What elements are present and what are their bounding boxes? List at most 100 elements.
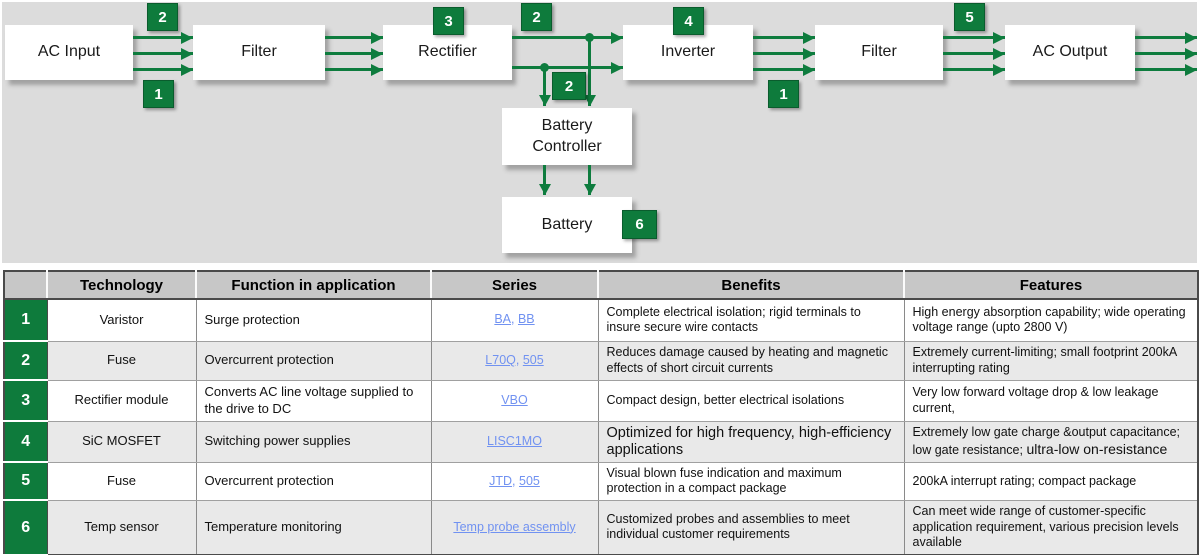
flow-arrow — [1135, 68, 1197, 71]
cell-function: Overcurrent protection — [196, 341, 432, 381]
table-row: 4 SiC MOSFET Switching power supplies LI… — [4, 421, 1198, 464]
col-header-features: Features — [904, 271, 1198, 300]
cell-technology: SiC MOSFET — [47, 421, 197, 463]
flow-arrow — [943, 68, 1005, 71]
features-emphasis: ultra-low on-resistance — [1026, 440, 1168, 457]
block-label: Filter — [861, 43, 897, 61]
series-link[interactable]: JTD — [489, 473, 513, 488]
cell-function: Converts AC line voltage supplied to the… — [196, 380, 432, 422]
row-number-cell: 3 — [4, 380, 48, 422]
series-link[interactable]: 505 — [522, 352, 544, 367]
cell-features: Very low forward voltage drop & low leak… — [904, 380, 1198, 422]
series-link[interactable]: LISC1MO — [487, 433, 542, 448]
cell-function: Overcurrent protection — [196, 462, 432, 501]
flow-arrow — [1135, 36, 1197, 39]
row-number-cell: 1 — [4, 299, 48, 342]
block-label: Rectifier — [418, 43, 477, 61]
series-link[interactable]: 505 — [519, 473, 540, 488]
cell-series: JTD, 505 — [431, 462, 599, 501]
cell-features: 200kA interrupt rating; compact package — [904, 462, 1198, 501]
step-badge-3: 3 — [433, 7, 464, 35]
cell-features: Extremely current-limiting; small footpr… — [904, 341, 1198, 381]
cell-series: LISC1MO — [431, 421, 599, 463]
flow-arrow — [512, 36, 623, 39]
cell-series: BA, BB — [431, 299, 599, 342]
table-row: 1 Varistor Surge protection BA, BB Compl… — [4, 299, 1198, 342]
row-number-cell: 2 — [4, 341, 48, 381]
flow-arrow — [1135, 52, 1197, 55]
flow-arrow — [325, 52, 383, 55]
cell-series: L70Q, 505 — [431, 341, 599, 381]
cell-benefits: Compact design, better electrical isolat… — [598, 380, 905, 422]
step-badge-2b: 2 — [521, 3, 552, 31]
flow-arrow — [753, 68, 815, 71]
block-ac-input: AC Input — [5, 25, 133, 80]
block-label: Battery Controller — [532, 116, 602, 155]
series-link[interactable]: VBO — [501, 392, 528, 407]
series-link[interactable]: BA — [494, 312, 512, 327]
step-badge-1: 1 — [143, 80, 174, 108]
junction-dot — [585, 33, 594, 42]
step-badge-2c: 2 — [552, 72, 586, 100]
junction-dot — [540, 63, 549, 72]
header-row: Technology Function in application Serie… — [4, 271, 1198, 300]
series-link[interactable]: L70Q — [485, 352, 516, 367]
block-label: Filter — [241, 43, 277, 61]
flow-arrow — [753, 36, 815, 39]
features-text: Extremely low gate charge &output capaci… — [912, 424, 1181, 457]
cell-technology: Rectifier module — [47, 380, 197, 422]
col-header-number — [4, 271, 48, 300]
cell-benefits: Visual blown fuse indication and maximum… — [598, 462, 905, 501]
block-label: Inverter — [660, 43, 716, 61]
row-number-cell: 6 — [4, 500, 48, 555]
cell-features: Extremely low gate charge &output capaci… — [904, 421, 1198, 463]
step-badge-2: 2 — [147, 3, 178, 31]
flow-arrow-down — [543, 165, 546, 195]
step-badge-1b: 1 — [768, 80, 799, 108]
col-header-technology: Technology — [47, 271, 197, 300]
flow-arrow-down — [588, 37, 591, 106]
diagram-panel: AC Input Filter Rectifier Inverter Filte… — [2, 2, 1197, 263]
series-separator: , — [511, 312, 518, 327]
cell-benefits: Reduces damage caused by heating and mag… — [598, 341, 905, 381]
cell-series: Temp probe assembly — [431, 500, 599, 555]
cell-benefits: Optimized for high frequency, high-effic… — [598, 421, 905, 463]
block-ac-output: AC Output — [1005, 25, 1135, 80]
flow-arrow — [325, 68, 383, 71]
step-badge-5: 5 — [954, 3, 985, 31]
table-row: 3 Rectifier module Converts AC line volt… — [4, 380, 1198, 422]
flow-arrow — [943, 52, 1005, 55]
step-badge-6: 6 — [622, 210, 657, 239]
cell-technology: Temp sensor — [47, 500, 197, 555]
flow-arrow — [325, 36, 383, 39]
series-link[interactable]: BB — [517, 312, 535, 327]
series-link[interactable]: Temp probe assembly — [453, 519, 576, 534]
flow-arrow — [133, 52, 193, 55]
block-label: Battery — [541, 215, 593, 233]
cell-technology: Fuse — [47, 462, 197, 501]
cell-function: Temperature monitoring — [196, 500, 432, 555]
series-separator: , — [512, 473, 519, 488]
table-row: 5 Fuse Overcurrent protection JTD, 505 V… — [4, 462, 1198, 502]
col-header-series: Series — [431, 271, 599, 300]
flow-arrow-down — [588, 165, 591, 195]
flow-arrow — [512, 66, 623, 69]
cell-series: VBO — [431, 380, 599, 422]
cell-technology: Varistor — [47, 299, 197, 342]
flow-arrow — [943, 36, 1005, 39]
cell-features: High energy absorption capability; wide … — [904, 299, 1198, 342]
table-row: 6 Temp sensor Temperature monitoring Tem… — [4, 500, 1198, 555]
col-header-benefits: Benefits — [598, 271, 905, 300]
cell-function: Surge protection — [196, 299, 432, 342]
cell-function: Switching power supplies — [196, 421, 432, 463]
flow-arrow — [133, 68, 193, 71]
row-number-cell: 5 — [4, 462, 48, 502]
flow-arrow — [133, 36, 193, 39]
cell-features: Can meet wide range of customer-specific… — [904, 500, 1198, 555]
table-row: 2 Fuse Overcurrent protection L70Q, 505 … — [4, 341, 1198, 381]
block-filter-2: Filter — [815, 25, 943, 80]
technology-table-wrap: Technology Function in application Serie… — [3, 270, 1199, 555]
step-badge-4: 4 — [673, 7, 704, 35]
cell-technology: Fuse — [47, 341, 197, 381]
